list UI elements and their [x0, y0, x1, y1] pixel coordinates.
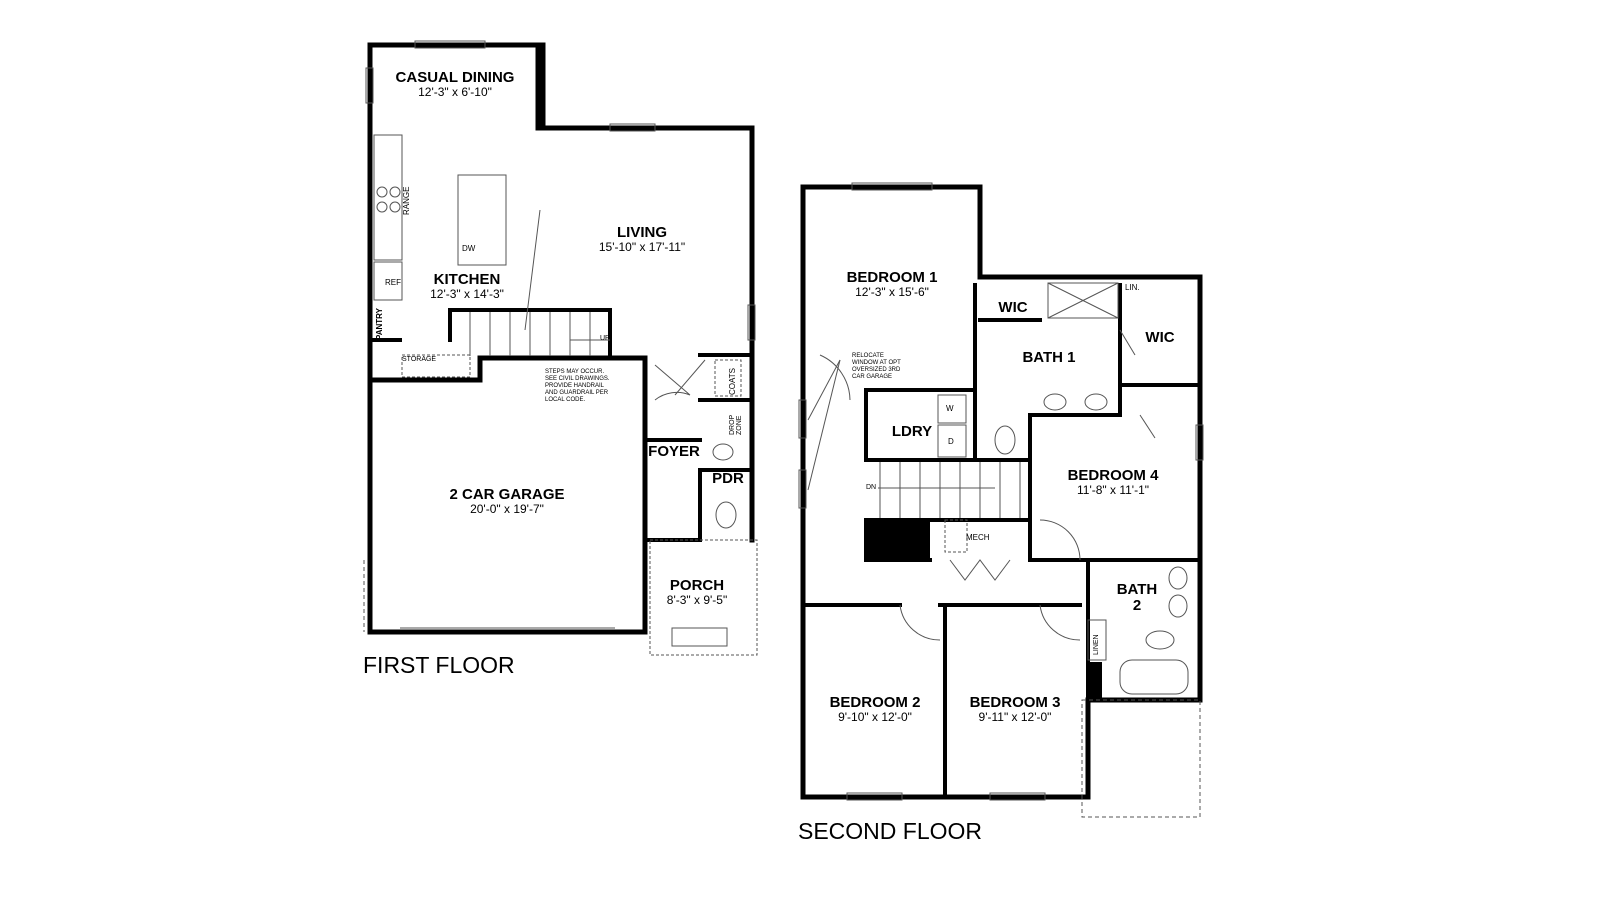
- linen-label: LINEN: [1093, 634, 1100, 655]
- room-wic-2: WIC: [1145, 329, 1175, 346]
- washer-label: W: [946, 404, 954, 413]
- room-bath-2: BATH 2: [1116, 581, 1158, 614]
- dw-label: DW: [462, 244, 476, 253]
- second-floor-stairs: [878, 462, 1021, 518]
- ref-label: REF: [385, 278, 401, 287]
- room-laundry: LDRY: [891, 423, 933, 440]
- second-floor-exterior-wall: [800, 184, 1203, 800]
- room-wic-1: WIC: [998, 299, 1028, 316]
- range-label: RANGE: [402, 186, 411, 215]
- up-label: UP: [600, 335, 610, 342]
- first-floor-exterior-wall: [367, 42, 755, 635]
- dryer-label: D: [948, 437, 954, 446]
- steps-note: STEPS MAY OCCUR.SEE CIVIL DRAWINGS.PROVI…: [545, 369, 610, 403]
- mech-label: MECH: [966, 533, 990, 542]
- room-bath-1: BATH 1: [1022, 349, 1076, 366]
- first-floor-stairs: [469, 312, 610, 356]
- linen-closet-label: LIN.: [1125, 283, 1140, 292]
- down-label: DN: [866, 484, 877, 491]
- room-pdr: PDR: [712, 470, 744, 487]
- second-floor-title: SECOND FLOOR: [798, 818, 983, 844]
- pantry-label: PANTRY: [375, 308, 384, 340]
- drop-zone-label: DROP ZONE: [729, 414, 743, 435]
- storage-label: STORAGE: [402, 356, 437, 363]
- coats-label: COATS: [728, 368, 737, 395]
- room-foyer: FOYER: [648, 443, 700, 460]
- first-floor-title: FIRST FLOOR: [363, 652, 515, 678]
